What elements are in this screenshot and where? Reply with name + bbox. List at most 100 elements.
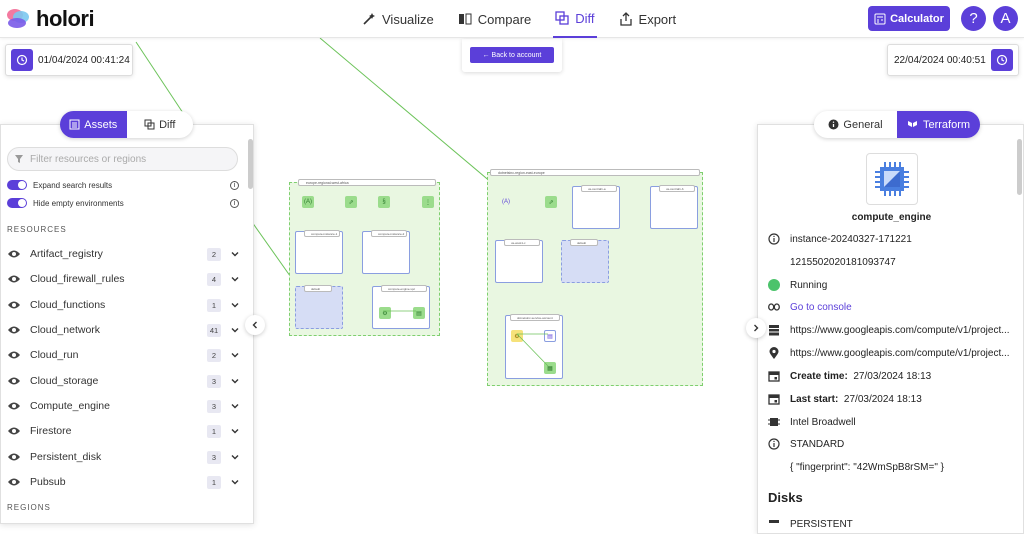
resource-row[interactable]: Persistent_disk 3	[7, 448, 239, 466]
expand-search-toggle[interactable]	[7, 180, 27, 190]
scrollbar[interactable]	[248, 139, 253, 189]
nav-export[interactable]: Export	[617, 0, 679, 38]
resource-name: Cloud_network	[30, 324, 101, 336]
eye-icon[interactable]	[7, 325, 21, 335]
resource-count: 2	[207, 247, 221, 261]
info-icon[interactable]: i	[230, 198, 239, 208]
instance-box[interactable]: compute-instance-2	[362, 230, 410, 274]
service-node[interactable]: ⋮	[422, 196, 434, 208]
resource-row[interactable]: Cloud_run 2	[7, 346, 239, 364]
chevron-down-icon[interactable]	[231, 427, 239, 435]
assets-panel: Filter resources or regions Expand searc…	[0, 124, 254, 524]
service-account-box[interactable]: dotnetsinc-service-account ⚙ ▤ ▦	[505, 314, 563, 379]
nav-diff[interactable]: Diff	[553, 0, 597, 38]
history-button-left[interactable]	[11, 49, 33, 71]
tab-terraform[interactable]: Terraform	[897, 111, 980, 138]
chevron-down-icon[interactable]	[231, 301, 239, 309]
environment-label: europe-regional-west-africa	[298, 179, 436, 186]
eye-icon[interactable]	[7, 426, 21, 436]
function-node[interactable]: ⚙	[511, 330, 523, 342]
tab-label: Terraform	[922, 118, 971, 131]
resource-row[interactable]: Cloud_storage 3	[7, 372, 239, 390]
instance-box[interactable]: us-central1-a	[572, 185, 620, 229]
terraform-icon	[907, 121, 917, 130]
prop-value: 27/03/2024 18:13	[853, 370, 932, 382]
tab-assets[interactable]: Assets	[60, 111, 127, 138]
network-box[interactable]: default	[561, 239, 609, 283]
eye-icon[interactable]	[7, 249, 21, 259]
chevron-down-icon[interactable]	[231, 275, 239, 283]
timestamp-right: 22/04/2024 00:40:51	[887, 44, 1019, 76]
environment-group-1[interactable]: europe-regional-west-africa (A) ⇗ § ⋮ co…	[289, 179, 440, 336]
environment-group-2[interactable]: dotnetsinc-region-east-europe (A) ⇗ us-c…	[487, 169, 703, 386]
back-container: ← Back to account	[462, 39, 562, 72]
service-node[interactable]: §	[378, 196, 390, 208]
resource-row[interactable]: Cloud_firewall_rules 4	[7, 270, 239, 288]
help-button[interactable]: ?	[961, 6, 986, 31]
chevron-down-icon[interactable]	[231, 478, 239, 486]
prop-console-link: Go to console	[768, 299, 1023, 315]
left-panel-tabs: Assets Diff	[60, 111, 193, 138]
instance-box[interactable]: us-west1-c	[495, 239, 543, 283]
tab-general[interactable]: General	[814, 111, 897, 138]
environment-label: dotnetsinc-region-east-europe	[490, 169, 700, 176]
hide-empty-toggle[interactable]	[7, 198, 27, 208]
prop-label: Last start:	[790, 393, 839, 405]
service-node[interactable]: (A)	[302, 196, 314, 208]
chevron-down-icon[interactable]	[231, 351, 239, 359]
info-icon	[768, 438, 780, 450]
resource-row[interactable]: Firestore 1	[7, 422, 239, 440]
resource-count: 1	[207, 475, 221, 489]
resource-row[interactable]: Cloud_functions 1	[7, 296, 239, 314]
back-to-account-button[interactable]: ← Back to account	[470, 47, 554, 63]
history-button-right[interactable]	[990, 49, 1013, 71]
eye-icon[interactable]	[7, 300, 21, 310]
disk-node[interactable]: ▤	[413, 307, 425, 319]
service-node[interactable]: (A)	[502, 199, 510, 205]
vpc-box[interactable]: compute-engine-vpc ⚙ ▤	[372, 285, 430, 329]
user-avatar[interactable]: A	[993, 6, 1018, 31]
collapse-right-panel-button[interactable]	[746, 318, 766, 338]
vm-node[interactable]: ⚙	[379, 307, 391, 319]
main-nav: Visualize Compare Diff Export	[360, 0, 678, 38]
info-icon[interactable]: i	[230, 180, 239, 190]
eye-icon[interactable]	[7, 274, 21, 284]
chevron-down-icon[interactable]	[231, 326, 239, 334]
resource-row[interactable]: Compute_engine 3	[7, 397, 239, 415]
eye-icon[interactable]	[7, 477, 21, 487]
timestamp-right-text: 22/04/2024 00:40:51	[894, 54, 986, 66]
instance-box[interactable]: us-central1-b	[650, 185, 698, 229]
tab-label: General	[843, 118, 883, 131]
service-node[interactable]: ⇗	[545, 196, 557, 208]
resource-row[interactable]: Cloud_network 41	[7, 321, 239, 339]
chevron-right-icon	[754, 324, 759, 332]
chevron-down-icon[interactable]	[231, 453, 239, 461]
tab-label: Assets	[84, 118, 118, 131]
chevron-down-icon[interactable]	[231, 402, 239, 410]
hide-empty-toggle-row: Hide empty environments i	[7, 198, 239, 208]
collapse-left-panel-button[interactable]	[245, 315, 265, 335]
eye-icon[interactable]	[7, 350, 21, 360]
chevron-down-icon[interactable]	[231, 377, 239, 385]
go-to-console-link[interactable]: Go to console	[790, 301, 852, 313]
doc-node[interactable]: ▤	[544, 330, 556, 342]
eye-icon[interactable]	[7, 401, 21, 411]
tab-diff[interactable]: Diff	[127, 111, 194, 138]
nav-compare[interactable]: Compare	[456, 0, 533, 38]
network-box[interactable]: default	[295, 285, 343, 329]
instance-box[interactable]: compute-instance-1	[295, 230, 343, 274]
resource-row[interactable]: Artifact_registry 2	[7, 245, 239, 263]
service-node[interactable]: ⇗	[345, 196, 357, 208]
status-dot-icon	[768, 279, 780, 291]
filter-search-input[interactable]: Filter resources or regions	[7, 147, 238, 171]
chevron-down-icon[interactable]	[231, 250, 239, 258]
eye-icon[interactable]	[7, 376, 21, 386]
holori-logo[interactable]: holori	[6, 6, 95, 32]
eye-icon[interactable]	[7, 452, 21, 462]
resource-count: 1	[207, 298, 221, 312]
memory-icon	[768, 416, 780, 428]
scrollbar[interactable]	[1017, 139, 1022, 195]
nav-visualize[interactable]: Visualize	[360, 0, 436, 38]
calculator-button[interactable]: Calculator	[868, 6, 950, 31]
resource-row[interactable]: Pubsub 1	[7, 473, 239, 491]
